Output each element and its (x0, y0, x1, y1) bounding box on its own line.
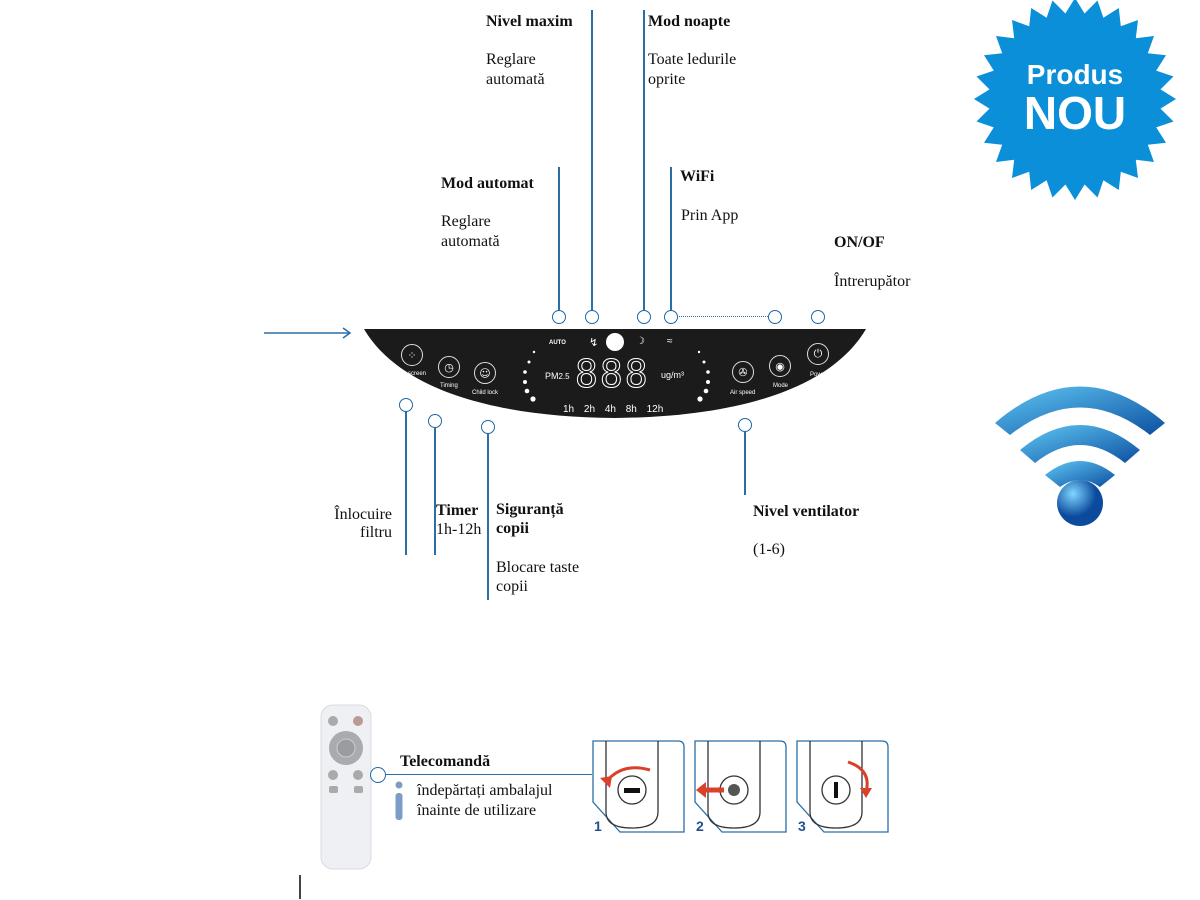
badge-line-1: Produs (1027, 59, 1123, 90)
wifi-indicator-icon: ≈ (667, 336, 673, 347)
mode-label: Mode (773, 383, 789, 389)
remote-control-image (320, 704, 372, 870)
battery-step-3: 3 (796, 740, 889, 834)
filter-screen-button[interactable]: ⁘ (401, 344, 423, 366)
remote-title: Telecomandă (400, 753, 491, 770)
timer-4h: 4h (604, 404, 616, 415)
new-product-badge: Produs NOU (974, 0, 1176, 200)
max-level-icon: ↯ (589, 337, 599, 349)
mod-noapte-desc-1: Toate ledurile (648, 51, 737, 68)
child-lock-title-1: Siguranță (496, 501, 564, 518)
callout-dot (738, 418, 752, 432)
child-lock-desc-2: copii (496, 578, 528, 595)
timer-2h: 2h (583, 404, 596, 415)
timer-desc: 1h-12h (436, 521, 482, 538)
wifi-leader (670, 167, 672, 311)
wifi-title: WiFi (680, 168, 715, 185)
battery-step-1: 1 (592, 740, 685, 834)
filter-desc-1: Înlocuire (334, 506, 392, 523)
mod-noapte-desc-2: oprite (648, 71, 686, 88)
auto-indicator: AUTO (549, 340, 566, 346)
timing-label: Timing (440, 383, 458, 389)
pm-label: PM2.5 (545, 371, 570, 381)
remote-leader (386, 774, 592, 775)
mode-button[interactable]: ◉ (769, 355, 791, 377)
callout-dot (481, 420, 495, 434)
wifi-desc: Prin App (681, 207, 739, 224)
callout-dot (664, 310, 678, 324)
step-number: 1 (594, 818, 602, 834)
night-mode-icon: ☽ (636, 336, 645, 347)
power-button[interactable]: ⏻ (807, 343, 829, 365)
air-speed-button[interactable]: ✇ (732, 361, 754, 383)
on-off-title: ON/OF (834, 234, 885, 251)
mod-automat-title: Mod automat (441, 175, 534, 192)
child-lock-desc-1: Blocare taste (496, 559, 580, 576)
nivel-maxim-desc-1: Reglare (486, 51, 536, 68)
timer-leader (434, 428, 436, 555)
pm-sub: 2.5 (558, 372, 570, 381)
timer-12h: 12h (646, 404, 664, 415)
unit-label: ug/m³ (661, 370, 685, 380)
step-number: 3 (798, 818, 806, 834)
callout-dot (768, 310, 782, 324)
divider-line (299, 875, 301, 899)
fan-level-desc: (1-6) (753, 541, 785, 558)
timer-1h: 1h (563, 404, 575, 415)
wifi-icon (995, 386, 1165, 526)
callout-dot (552, 310, 566, 324)
mod-noapte-title: Mod noapte (648, 13, 731, 30)
filter-screen-label: Filter screen (393, 371, 427, 377)
info-icon (395, 781, 403, 820)
timer-title: Timer (436, 502, 479, 519)
callout-dot (637, 310, 651, 324)
fan-level-title: Nivel ventilator (753, 503, 860, 520)
filter-leader (405, 412, 407, 555)
filter-desc-2: filtru (360, 524, 392, 541)
timer-labels: 1h 2h 4h 8h 12h (563, 404, 663, 415)
battery-step-2: 2 (694, 740, 787, 834)
child-lock-leader (487, 434, 489, 600)
callout-dot (370, 767, 386, 783)
child-lock-button[interactable]: ☺ (474, 362, 496, 384)
callout-dot (399, 398, 413, 412)
badge-line-2: NOU (1024, 87, 1126, 139)
power-label: Power (810, 372, 828, 378)
child-lock-title-2: copii (496, 520, 529, 537)
pm-display: 888 (575, 352, 650, 397)
air-speed-label: Air speed (730, 390, 756, 396)
mod-noapte-leader (643, 10, 645, 311)
step-number: 2 (696, 818, 704, 834)
timer-8h: 8h (625, 404, 637, 415)
child-lock-label: Child lock (472, 390, 499, 396)
callout-dot (428, 414, 442, 428)
on-off-desc: Întrerupător (834, 273, 911, 290)
callout-dot (811, 310, 825, 324)
pm-text: PM (545, 371, 559, 381)
dotted-leader (679, 316, 768, 317)
nivel-maxim-desc-2: automată (486, 71, 545, 88)
remote-note-1: îndepărtați ambalajul (417, 782, 553, 799)
nivel-maxim-title: Nivel maxim (486, 13, 573, 30)
mod-automat-desc-1: Reglare (441, 213, 491, 230)
mod-automat-desc-2: automată (441, 233, 500, 250)
mod-automat-leader (558, 167, 560, 311)
fan-level-dots (523, 350, 710, 402)
timing-button[interactable]: ◷ (438, 356, 460, 378)
callout-dot (585, 310, 599, 324)
fan-level-leader (744, 432, 746, 495)
remote-note-2: înainte de utilizare (417, 802, 537, 819)
nivel-maxim-leader (591, 10, 593, 311)
control-panel (364, 329, 866, 418)
pointer-arrow-icon (264, 327, 352, 339)
